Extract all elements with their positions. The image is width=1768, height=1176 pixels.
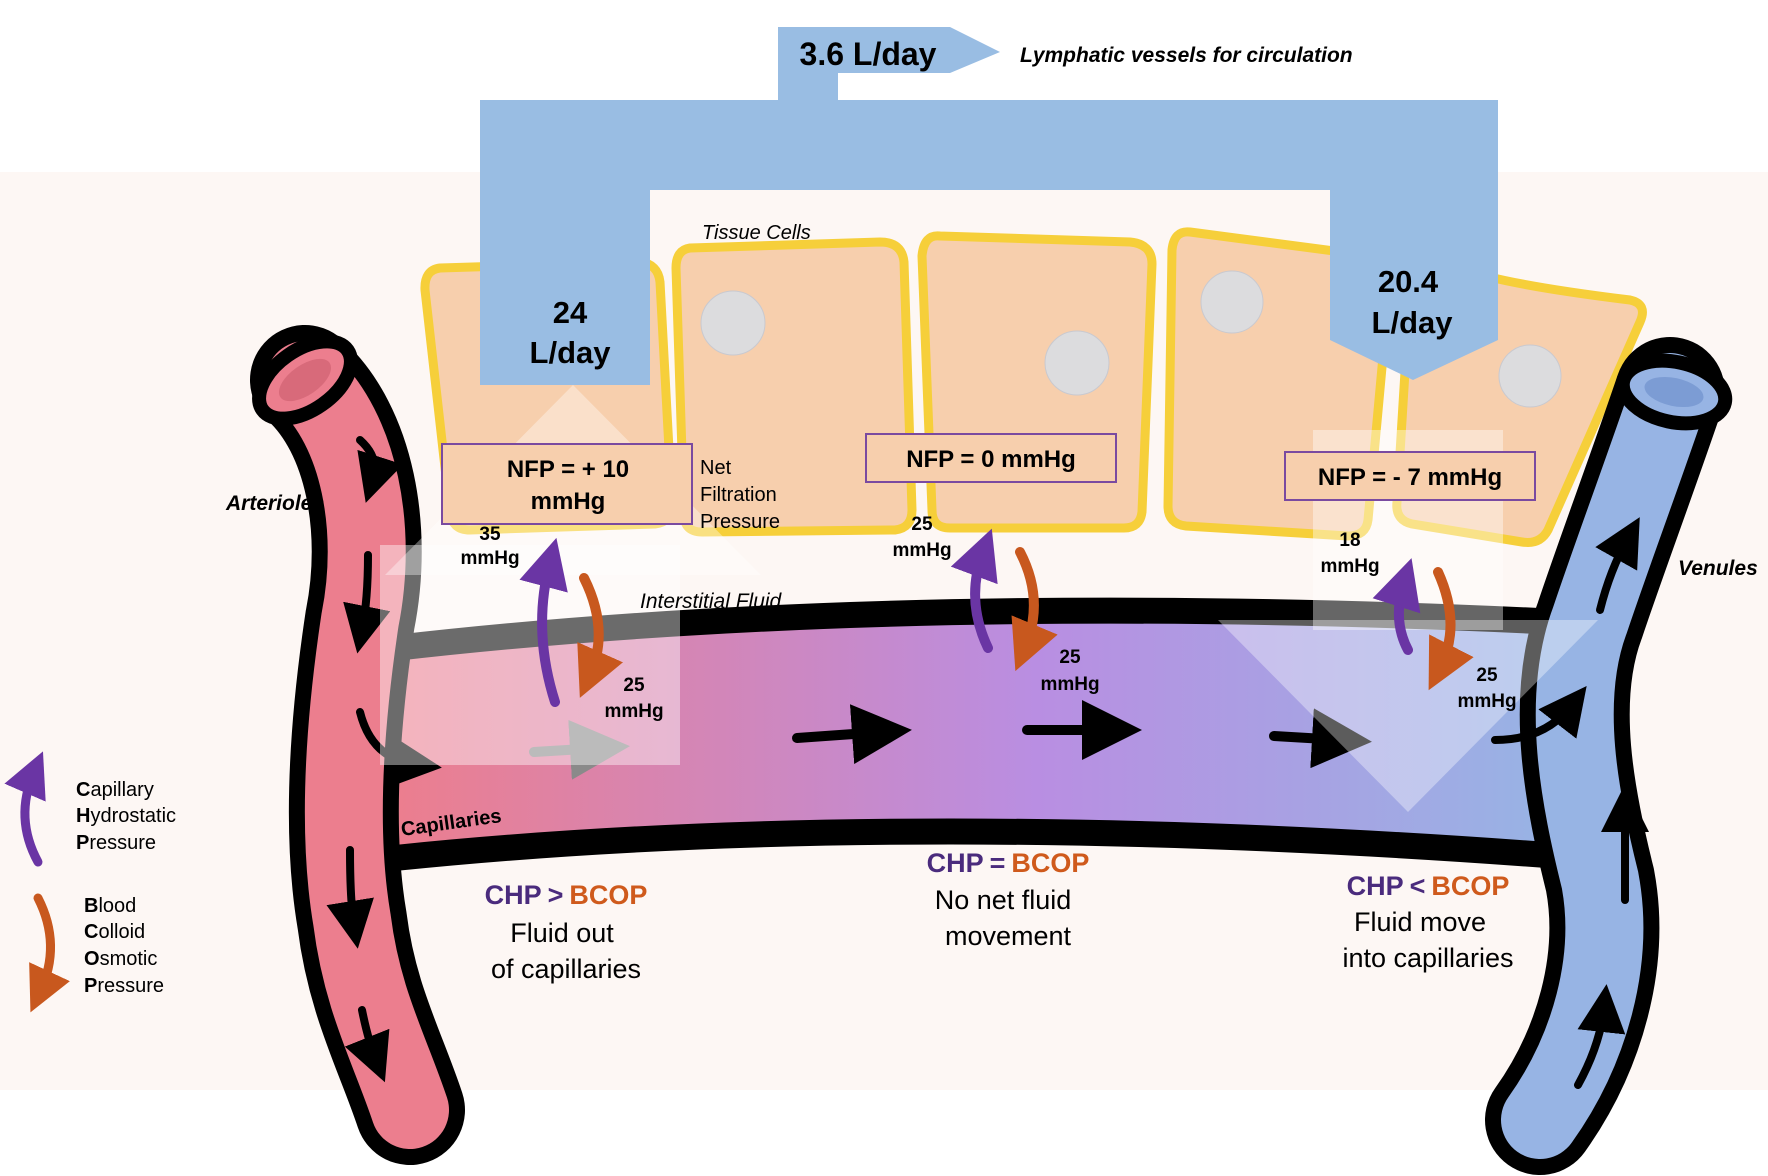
chp-arterial-unit: mmHg <box>460 548 519 569</box>
arterial-fluid-overlay <box>380 545 680 765</box>
lymph-reabsorbed-unit: L/day <box>1372 305 1454 340</box>
lymph-reabsorbed-value: 20.4 <box>1378 264 1439 299</box>
arteriole <box>250 325 465 1165</box>
legend-bcop-line4: Pressure <box>84 975 164 997</box>
legend-chp-line3: Pressure <box>76 832 156 854</box>
description-venous-line1: Fluid move <box>1354 907 1486 937</box>
fluid-in-arrowhead <box>1218 620 1598 812</box>
arteriole-flow-arrow <box>356 436 404 503</box>
arteriole-flow-arrow <box>356 708 442 787</box>
cell-nucleus <box>700 290 766 356</box>
venule <box>1485 337 1733 1175</box>
legend-chp-line1: Capillary <box>76 779 154 801</box>
chp-arrow-arterial <box>519 537 568 707</box>
arterioles-label: Arterioles <box>225 492 324 515</box>
lymphatic-flow: 3.6 L/day Lymphatic vessels for circulat… <box>480 27 1498 385</box>
arteriole-flow-arrow <box>343 551 391 654</box>
description-venous-line2: into capillaries <box>1342 943 1513 973</box>
capillary-bed <box>382 597 1573 871</box>
description-arterial-line2: of capillaries <box>491 954 641 984</box>
middle-section: NFP = 0 mmHg 25 mmHg 25 mmHg CHP=BCOP No… <box>865 433 1117 951</box>
arterial-end: NFP = + 10 mmHg Net Filtration Pressure … <box>441 443 780 984</box>
bcop-middle-value: 25 <box>1059 647 1081 668</box>
description-middle-line2: movement <box>945 921 1072 951</box>
lymph-return-value: 3.6 L/day <box>800 36 937 72</box>
nfp-box-middle <box>865 433 1117 483</box>
legend: Capillary Hydrostatic Pressure Blood Col… <box>4 751 176 1013</box>
lymph-filtered-value: 24 <box>553 295 588 330</box>
cell-nucleus <box>1498 344 1562 408</box>
lymph-filtered-unit: L/day <box>530 335 612 370</box>
tissue-cells-label: Tissue Cells <box>702 222 811 244</box>
capillary-flow-arrow <box>1269 708 1372 769</box>
nfp-venous: NFP = - 7 mmHg <box>1318 464 1502 491</box>
capillary-top-wall <box>382 597 1573 661</box>
capillary-flow-arrow <box>529 719 630 780</box>
lymph-return-label: Lymphatic vessels for circulation <box>1020 44 1353 67</box>
capillary-body <box>395 610 1560 858</box>
legend-bcop-line1: Blood <box>84 895 136 917</box>
description-arterial-line1: Fluid out <box>510 918 614 948</box>
nfp-middle: NFP = 0 mmHg <box>906 446 1076 473</box>
arteriole-flow-arrow <box>326 846 374 949</box>
nfp-box-arterial <box>441 443 693 525</box>
chp-middle-unit: mmHg <box>892 540 951 561</box>
nfp-box-venous <box>1284 451 1536 501</box>
nfp-arterial-line1: NFP = + 10 <box>507 456 629 483</box>
venous-end: NFP = - 7 mmHg 18 mmHg 25 mmHg CHP<BCOP … <box>1284 451 1536 973</box>
legend-bcop-line2: Colloid <box>84 921 145 943</box>
venules-label: Venules <box>1678 557 1758 580</box>
relation-arterial: CHP>BCOP <box>485 880 648 910</box>
bcop-arrow-venous <box>1428 567 1474 691</box>
capillary-flow-arrow <box>792 704 912 765</box>
tissue-cell <box>917 231 1157 533</box>
bcop-arterial-value: 25 <box>623 675 645 696</box>
chp-arrow-venous <box>1372 558 1421 655</box>
legend-bcop-line3: Osmotic <box>84 948 157 970</box>
bcop-arrow-middle <box>1011 547 1058 672</box>
chp-arrow-middle <box>950 528 998 653</box>
legend-chp-line2: Hydrostatic <box>76 805 176 827</box>
chp-middle-value: 25 <box>911 514 933 535</box>
bcop-arrow-arterial <box>577 573 623 698</box>
venule-flow-arrow <box>1595 517 1640 614</box>
lymph-return-arrow <box>778 27 1000 100</box>
nfp-definition-line3: Pressure <box>700 511 780 533</box>
arteriole-opening-inner <box>278 358 332 402</box>
description-middle-line1: No net fluid <box>935 885 1072 915</box>
bcop-venous-value: 25 <box>1476 665 1498 686</box>
venule-opening-inner <box>1644 376 1704 408</box>
nfp-definition-line2: Filtration <box>700 484 777 506</box>
bcop-middle-unit: mmHg <box>1040 674 1099 695</box>
capillary-flow-arrows <box>529 700 1372 780</box>
arteriole-flow-arrow <box>344 1006 390 1083</box>
cell-nucleus <box>1044 330 1110 396</box>
chp-venous-unit: mmHg <box>1320 556 1379 577</box>
nfp-arterial-line2: mmHg <box>531 488 606 515</box>
cell-nucleus <box>1200 270 1264 334</box>
interstitial-fluid-label: Interstitial Fluid <box>640 590 783 613</box>
venule-flow-arrow <box>1491 686 1587 744</box>
venule-flow-arrow <box>1574 984 1626 1089</box>
relation-venous: CHP<BCOP <box>1347 871 1510 901</box>
legend-bcop-arrow-icon <box>29 893 70 1013</box>
bcop-venous-unit: mmHg <box>1457 691 1516 712</box>
lymph-band <box>480 100 1498 385</box>
legend-chp-arrow-icon <box>4 751 46 867</box>
bcop-arterial-unit: mmHg <box>604 701 663 722</box>
capillary-bottom-wall <box>382 818 1573 871</box>
chp-venous-value: 18 <box>1339 530 1360 551</box>
nfp-definition-line1: Net <box>700 457 732 479</box>
chp-arterial-value: 35 <box>479 524 501 545</box>
relation-middle: CHP=BCOP <box>927 848 1090 878</box>
